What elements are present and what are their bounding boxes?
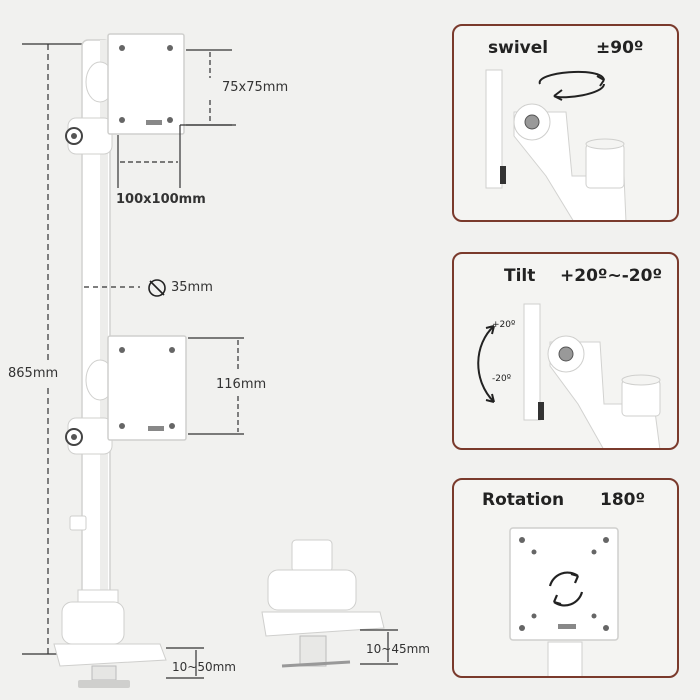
swivel-panel: swivel ±90º xyxy=(452,24,679,222)
tilt-arrow-icon xyxy=(477,325,495,403)
rotation-arrows-icon xyxy=(548,571,584,607)
tilt-up-label: +20º xyxy=(492,320,516,330)
clamp-depth-label: 10~45mm xyxy=(366,642,430,656)
lower-vesa-plate xyxy=(107,335,187,441)
top-arm-joint xyxy=(65,61,115,155)
tilt-label: Tilt xyxy=(504,266,536,286)
height-label: 865mm xyxy=(8,366,59,381)
desk-clamp-base xyxy=(53,589,167,688)
clamp-depth-dimension xyxy=(360,629,398,665)
rotation-panel: Rotation 180º xyxy=(452,478,679,678)
lower-arm-joint xyxy=(65,359,115,455)
vesa-75-label: 75x75mm xyxy=(222,80,289,95)
diameter-icon xyxy=(148,279,166,297)
clamp-closeup xyxy=(261,539,385,668)
rotation-illustration xyxy=(509,527,619,676)
arm-gap-label: 116mm xyxy=(216,377,267,392)
rotation-value: 180º xyxy=(600,490,646,510)
arm-gap-dimension xyxy=(188,337,244,435)
cable-clip xyxy=(69,515,87,531)
swivel-label: swivel xyxy=(488,38,549,58)
vesa-100-label: 100x100mm xyxy=(116,192,206,207)
tilt-panel: Tilt +20º~-20º +20º -20º xyxy=(452,252,679,450)
rotation-label: Rotation xyxy=(482,490,565,510)
clamp-thickness-label: 10~50mm xyxy=(172,660,236,674)
tilt-value: +20º~-20º xyxy=(560,266,663,286)
tilt-illustration xyxy=(477,303,661,448)
swivel-value: ±90º xyxy=(596,38,644,58)
swivel-arrows-icon xyxy=(538,70,605,101)
tilt-down-label: -20º xyxy=(492,374,511,384)
top-vesa-plate xyxy=(107,33,185,135)
monitor-arm-illustration xyxy=(22,33,398,688)
pole-diameter-label: 35mm xyxy=(171,280,213,295)
swivel-illustration xyxy=(485,69,627,220)
vesa-100-dimension xyxy=(117,124,236,188)
clamp-thickness-dimension xyxy=(166,647,204,679)
